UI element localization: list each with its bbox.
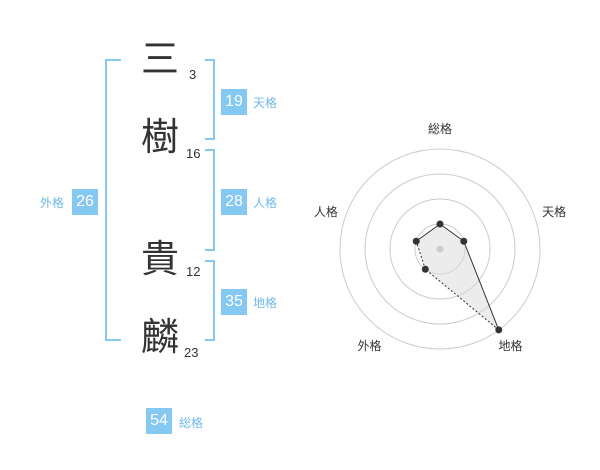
tenkaku-bracket [205, 59, 215, 140]
jinkaku-label: 人格 [253, 196, 278, 210]
stroke-count-4: 23 [184, 345, 199, 360]
name-char-3: 貴 [141, 237, 180, 281]
radar-edge-1 [439, 223, 465, 242]
stroke-count-2: 16 [186, 146, 201, 161]
chikaku-value: 35 [221, 289, 247, 315]
radar-point-2 [460, 237, 468, 245]
radar-point-3 [495, 326, 503, 334]
chikaku-label: 地格 [253, 296, 278, 310]
name-char-4: 麟 [141, 315, 180, 359]
stroke-count-3: 12 [186, 264, 201, 279]
soukaku-value: 54 [146, 408, 172, 434]
radar-point-1 [436, 220, 444, 228]
radar-edge-4 [415, 241, 426, 270]
radar-axis-label-1: 総格 [428, 121, 452, 136]
radar-axis-label-2: 天格 [542, 204, 566, 219]
name-char-2: 樹 [141, 115, 180, 159]
radar-point-4 [421, 265, 429, 273]
radar-edge-5 [415, 223, 441, 242]
soukaku-label: 総格 [179, 416, 204, 430]
gaikaku-bracket [105, 59, 121, 341]
radar-ring-2 [389, 198, 491, 300]
radar-axis-label-3: 地格 [499, 338, 523, 353]
gaikaku-value: 26 [72, 189, 98, 215]
radar-axis-label-4: 外格 [357, 338, 381, 353]
name-char-1: 三 [141, 37, 180, 81]
tenkaku-value: 19 [221, 89, 247, 115]
jinkaku-bracket [205, 149, 215, 251]
stroke-count-1: 3 [189, 67, 197, 82]
gaikaku-label: 外格 [40, 196, 65, 210]
radar-ring-3 [364, 173, 516, 325]
radar-point-5 [412, 237, 420, 245]
radar-edge-2 [463, 241, 500, 331]
radar-center [436, 245, 444, 253]
radar-axis-label-5: 人格 [314, 204, 338, 219]
chikaku-bracket [205, 260, 215, 341]
radar-ring-4 [339, 148, 541, 350]
radar-area [416, 224, 499, 330]
jinkaku-value: 28 [221, 189, 247, 215]
tenkaku-label: 天格 [253, 96, 278, 110]
